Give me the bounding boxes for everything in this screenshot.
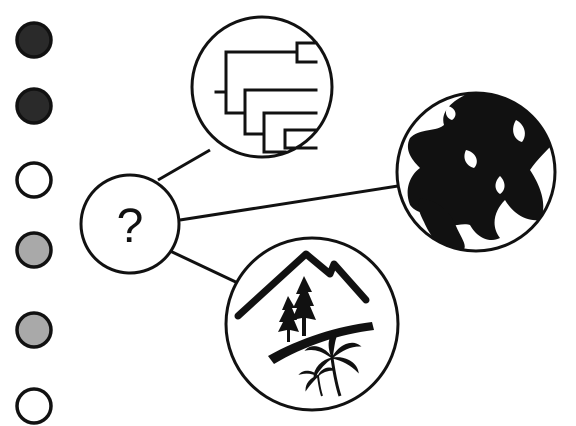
- legend-dot-column: [15, 21, 53, 425]
- legend-dot-6: [15, 387, 53, 425]
- legend-dot-3: [15, 161, 53, 199]
- legend-dot-5: [15, 311, 53, 349]
- legend-dot-2: [15, 87, 53, 125]
- legend-dot-1: [15, 21, 53, 59]
- legend-dot-4: [15, 231, 53, 269]
- connector-tree: [157, 148, 211, 182]
- connector-habitat: [167, 248, 241, 286]
- question-hub: ?: [79, 173, 181, 275]
- globe-icon: [395, 91, 557, 253]
- mountain-habitat-icon: [224, 236, 400, 412]
- phylogenetic-tree-icon: [190, 15, 334, 159]
- question-mark: ?: [117, 200, 144, 253]
- connector-globe: [179, 184, 399, 222]
